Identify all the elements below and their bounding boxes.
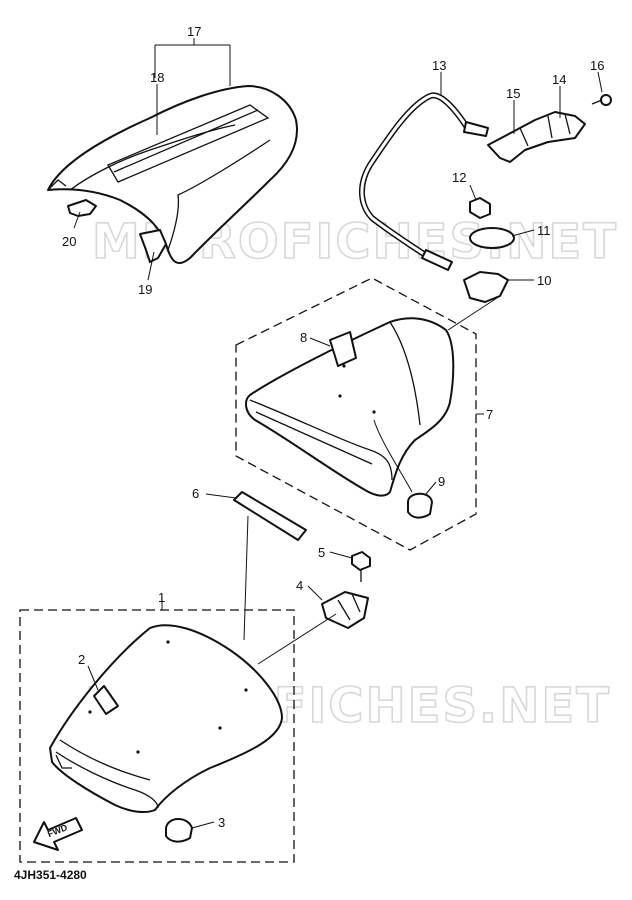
rear-seat xyxy=(245,317,455,497)
leader-lines xyxy=(73,38,603,829)
seat-assembly-box xyxy=(235,277,477,551)
callout-19: 19 xyxy=(138,282,152,297)
callout-8: 8 xyxy=(300,330,307,345)
callout-4: 4 xyxy=(296,578,303,593)
part-code: 4JH351-4280 xyxy=(14,868,87,882)
callout-10: 10 xyxy=(537,273,551,288)
callouts: 17 18 20 19 13 15 14 16 12 11 10 8 7 9 6… xyxy=(62,24,604,830)
seat-lock-latch xyxy=(487,111,586,163)
callout-7: 7 xyxy=(486,407,493,422)
bolt-5 xyxy=(351,551,371,571)
callout-14: 14 xyxy=(552,72,566,87)
callout-11: 11 xyxy=(537,223,551,238)
callout-2: 2 xyxy=(78,652,85,667)
rear-seat-cowl xyxy=(47,85,298,265)
bracket-19 xyxy=(139,229,167,263)
hook-10 xyxy=(463,271,509,303)
plate-11 xyxy=(469,227,515,249)
callout-12: 12 xyxy=(452,170,466,185)
callout-20: 20 xyxy=(62,234,76,249)
front-seat-box xyxy=(19,609,295,863)
callout-3: 3 xyxy=(218,815,225,830)
callout-5: 5 xyxy=(318,545,325,560)
front-seat xyxy=(49,624,283,814)
callout-1: 1 xyxy=(158,590,165,605)
bracket-4 xyxy=(321,591,369,629)
callout-15: 15 xyxy=(506,86,520,101)
strap-6 xyxy=(233,491,307,541)
callout-9: 9 xyxy=(438,474,445,489)
tab-8 xyxy=(329,331,357,367)
callout-18: 18 xyxy=(150,70,164,85)
callout-17: 17 xyxy=(187,24,201,39)
damper-9 xyxy=(407,492,433,519)
callout-6: 6 xyxy=(192,486,199,501)
callout-16: 16 xyxy=(590,58,604,73)
bracket-20 xyxy=(67,199,97,217)
nut-12 xyxy=(469,197,491,219)
callout-13: 13 xyxy=(432,58,446,73)
tab-2 xyxy=(93,685,119,715)
fwd-arrow: FWD xyxy=(33,817,83,851)
damper-3 xyxy=(165,818,193,843)
